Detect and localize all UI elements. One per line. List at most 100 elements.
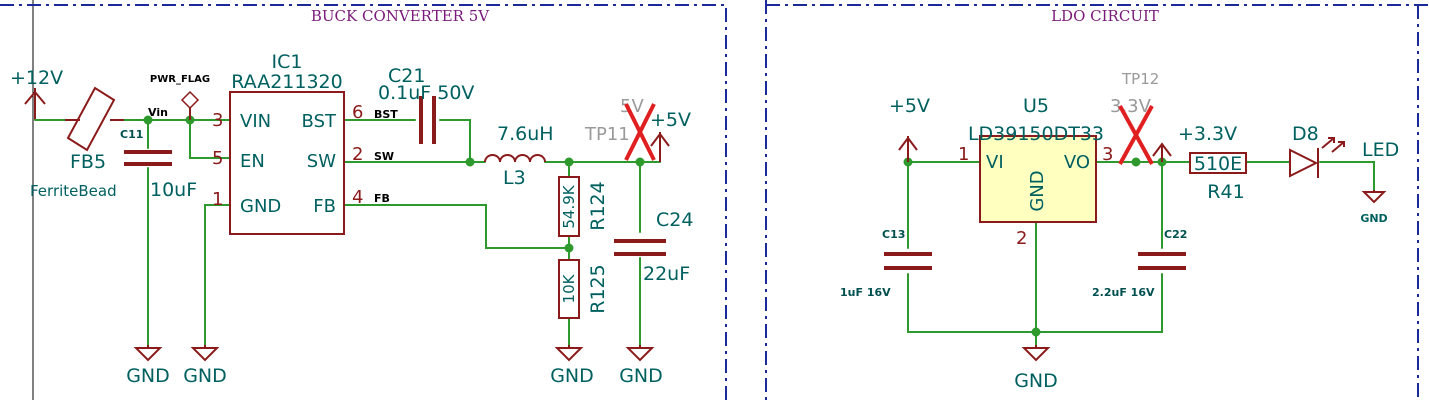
ic1-ref: IC1 [272,51,303,73]
junction-dot [564,157,574,167]
r124-ref: R124 [587,181,609,230]
buck-output-label: +5V [650,109,691,131]
led-d8[interactable] [1289,137,1345,178]
c22-ref: C22 [1164,228,1187,241]
ldo-section-title: LDO CIRCUIT [1051,7,1159,25]
ic1-pin-en-name: EN [240,151,265,172]
ic1-pin-gnd-name: GND [240,196,281,217]
power-symbol-12v[interactable] [24,88,46,120]
c13-ref: C13 [882,228,905,241]
u5-body[interactable] [979,135,1097,223]
u5-pin-gnd-num: 2 [1016,228,1027,249]
ic1-pin-vin-name: VIN [240,111,271,132]
tp11-ref: TP11 [584,124,630,145]
ldo-input-label: +5V [889,95,930,117]
wire [439,119,471,163]
gnd-symbol[interactable] [1361,190,1387,204]
pwr-flag-symbol[interactable] [180,90,200,120]
c13-value: 1uF 16V [840,286,891,299]
u5-pin-vi-num: 1 [958,144,969,165]
d8-value: LED [1362,139,1399,161]
c22-value: 2.2uF 16V [1092,286,1155,299]
resistor-r41[interactable] [1189,152,1247,174]
ic1-pin-gnd-num: 1 [212,189,223,210]
junction-dot [1131,157,1141,167]
u5-pin-vo-num: 3 [1102,144,1113,165]
inductor-l3[interactable] [484,154,546,163]
ic1-part: RAA211320 [231,71,343,93]
gnd-symbol[interactable] [554,345,584,362]
tp11-value: 5V [620,96,644,117]
u5-pin-gnd-name: GND [1027,170,1048,211]
power-symbol-5v-out[interactable] [650,132,670,162]
junction-dot [465,157,475,167]
resistor-r125[interactable] [558,259,580,319]
net-label-vin: Vin [148,106,168,119]
ic1-pin-sw-name: SW [307,151,336,172]
capacitor-c24[interactable] [614,239,666,256]
r41-ref: R41 [1207,181,1244,203]
gnd-label: GND [1360,212,1387,225]
junction-dot [143,115,153,125]
c24-value: 22uF [643,263,690,285]
r41-value: 510E [1194,153,1242,175]
capacitor-c22[interactable] [1138,252,1186,270]
u5-part: LD39150DT33 [968,123,1104,145]
c21-value: 0.1uF 50V [378,82,474,104]
junction-dot [1031,327,1041,337]
r125-value: 10K [560,273,578,303]
gnd-symbol[interactable] [1021,345,1051,362]
c24-ref: C24 [656,209,693,231]
l3-ref: L3 [503,167,526,189]
tp12-no-connect-mark[interactable] [1118,105,1154,165]
junction-dot [635,157,645,167]
ic1-pin-bst-num: 6 [352,102,363,123]
tp12-value: 3.3V [1110,96,1152,117]
gnd-symbol[interactable] [190,345,220,362]
capacitor-c13[interactable] [884,252,932,270]
d8-ref: D8 [1292,123,1319,145]
gnd-symbol[interactable] [625,345,655,362]
ferrite-value: FerriteBead [30,182,117,200]
net-label-fb: FB [374,192,390,205]
gnd-label: GND [619,365,663,387]
ic1-pin-sw-num: 2 [352,144,363,165]
junction-dot [564,243,574,253]
net-label-bst: BST [374,108,398,121]
u5-ref: U5 [1023,95,1049,117]
gnd-label: GND [1014,370,1058,392]
ldo-output-label: +3.3V [1178,123,1237,145]
c21-ref: C21 [388,65,425,87]
ic1-pin-fb-num: 4 [352,187,363,208]
wire [1319,161,1375,191]
capacitor-c11[interactable] [124,150,172,166]
wire-en [189,119,231,159]
capacitor-c21[interactable] [419,96,436,144]
ferrite-ref: FB5 [70,151,106,173]
pwr-flag-label: PWR_FLAG [150,74,210,85]
r124-value: 54.9K [560,184,578,228]
tp11-no-connect-mark[interactable] [624,103,656,161]
wire-gnd [204,204,231,346]
l3-value: 7.6uH [497,123,554,145]
net-label-sw: SW [374,150,394,163]
ic1-pin-bst-name: BST [302,111,337,132]
power-label-12v: +12V [10,67,63,89]
u5-pin-vo-name: VO [1064,152,1090,173]
gnd-symbol[interactable] [133,345,163,362]
gnd-label: GND [126,365,170,387]
c11-value: 10uF [150,179,197,201]
ic1-body[interactable] [229,91,345,235]
tp12-ref: TP12 [1121,70,1159,88]
power-symbol-5v-in[interactable] [898,136,918,162]
resistor-r124[interactable] [558,176,580,237]
gnd-label: GND [550,365,594,387]
gnd-label: GND [183,365,227,387]
c11-ref: C11 [120,128,143,141]
buck-section-title: BUCK CONVERTER 5V [311,7,490,25]
power-symbol-3v3[interactable] [1152,142,1172,162]
ic1-pin-en-num: 5 [212,148,223,169]
ic1-pin-vin-num: 3 [212,110,223,131]
ferrite-bead-fb5[interactable] [65,86,124,152]
